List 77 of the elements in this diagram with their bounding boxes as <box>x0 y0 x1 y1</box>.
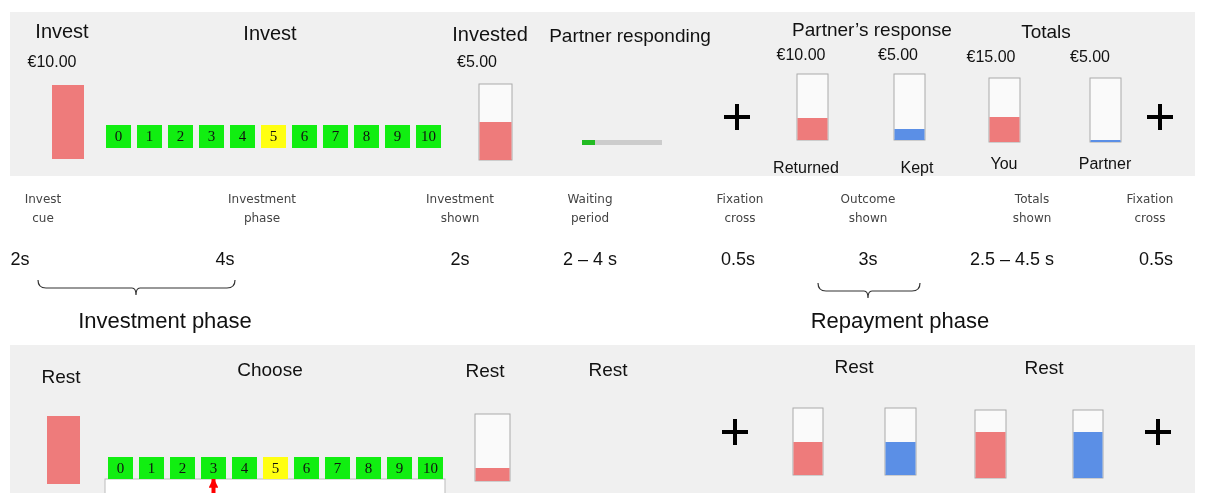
number-button: 3 <box>199 125 224 148</box>
meter-bar <box>47 416 80 484</box>
duration-label: 0.5s <box>721 250 755 270</box>
event-label: Fixation cross <box>716 190 764 227</box>
number-button: 5 <box>263 457 288 479</box>
meter-bar <box>974 409 1007 479</box>
screen-heading: Rest <box>1024 357 1064 379</box>
amount-label: €10.00 <box>776 46 826 64</box>
meter-bar <box>893 73 926 141</box>
meter-bar <box>884 407 917 476</box>
duration-label: 2s <box>10 250 30 270</box>
number-button: 10 <box>418 457 443 479</box>
screen-heading: Partner’s response <box>792 19 952 41</box>
screen-heading: Choose <box>237 359 303 381</box>
phase-label: Investment phase <box>78 308 252 334</box>
duration-label: 2 – 4 s <box>563 250 617 270</box>
number-button: 1 <box>137 125 162 148</box>
event-label: Fixation cross <box>1126 190 1174 227</box>
number-button: 3 <box>201 457 226 479</box>
duration-label: 3s <box>858 250 878 270</box>
screen-heading: Invest <box>243 22 297 44</box>
meter-bar <box>988 77 1021 143</box>
number-button: 4 <box>230 125 255 148</box>
event-label: Waiting period <box>567 190 613 227</box>
number-button: 4 <box>232 457 257 479</box>
number-button: 2 <box>170 457 195 479</box>
event-label: Investment phase <box>228 190 296 227</box>
amount-label: €10.00 <box>27 53 77 71</box>
number-button: 0 <box>106 125 131 148</box>
duration-label: 2s <box>450 250 470 270</box>
number-button: 10 <box>416 125 441 148</box>
bar-label: Returned <box>773 159 839 177</box>
duration-label: 4s <box>215 250 235 270</box>
number-button: 6 <box>294 457 319 479</box>
number-button: 8 <box>354 125 379 148</box>
screen-heading: Totals <box>1021 21 1071 43</box>
number-button: 7 <box>325 457 350 479</box>
bar-label: Partner <box>1078 155 1132 173</box>
amount-label: €5.00 <box>457 53 497 71</box>
meter-bar <box>474 413 511 482</box>
response-panel <box>104 478 446 493</box>
screen-heading: Rest <box>588 359 628 381</box>
meter-bar <box>1089 77 1122 143</box>
phase-label: Repayment phase <box>810 308 990 334</box>
screen-heading: Rest <box>41 366 81 388</box>
event-label: Invest cue <box>24 190 62 227</box>
number-button: 5 <box>261 125 286 148</box>
event-label: Investment shown <box>426 190 494 227</box>
amount-label: €5.00 <box>878 46 918 64</box>
amount-label: €15.00 <box>966 48 1016 66</box>
number-button: 8 <box>356 457 381 479</box>
number-button: 7 <box>323 125 348 148</box>
number-button: 1 <box>139 457 164 479</box>
duration-label: 2.5 – 4.5 s <box>969 250 1055 270</box>
event-label: Totals shown <box>1012 190 1052 227</box>
meter-bar <box>1072 409 1104 479</box>
screen-heading: Invest <box>35 20 89 42</box>
number-button: 9 <box>387 457 412 479</box>
progress-bar <box>582 140 662 145</box>
number-button: 9 <box>385 125 410 148</box>
number-button: 2 <box>168 125 193 148</box>
screen-heading: Invested <box>452 23 528 45</box>
number-button: 0 <box>108 457 133 479</box>
bar-label: You <box>990 155 1018 173</box>
screen-heading: Rest <box>834 356 874 378</box>
amount-label: €5.00 <box>1070 48 1110 66</box>
screen-heading: Rest <box>465 360 505 382</box>
duration-label: 0.5s <box>1139 250 1173 270</box>
bar-label: Kept <box>900 159 934 177</box>
meter-bar <box>792 407 824 476</box>
meter-bar <box>478 83 513 161</box>
meter-bar <box>52 85 84 159</box>
screen-heading: Partner responding <box>549 25 711 47</box>
meter-bar <box>796 73 829 141</box>
event-label: Outcome shown <box>840 190 896 227</box>
number-button: 6 <box>292 125 317 148</box>
pointer-arrow <box>208 478 219 493</box>
